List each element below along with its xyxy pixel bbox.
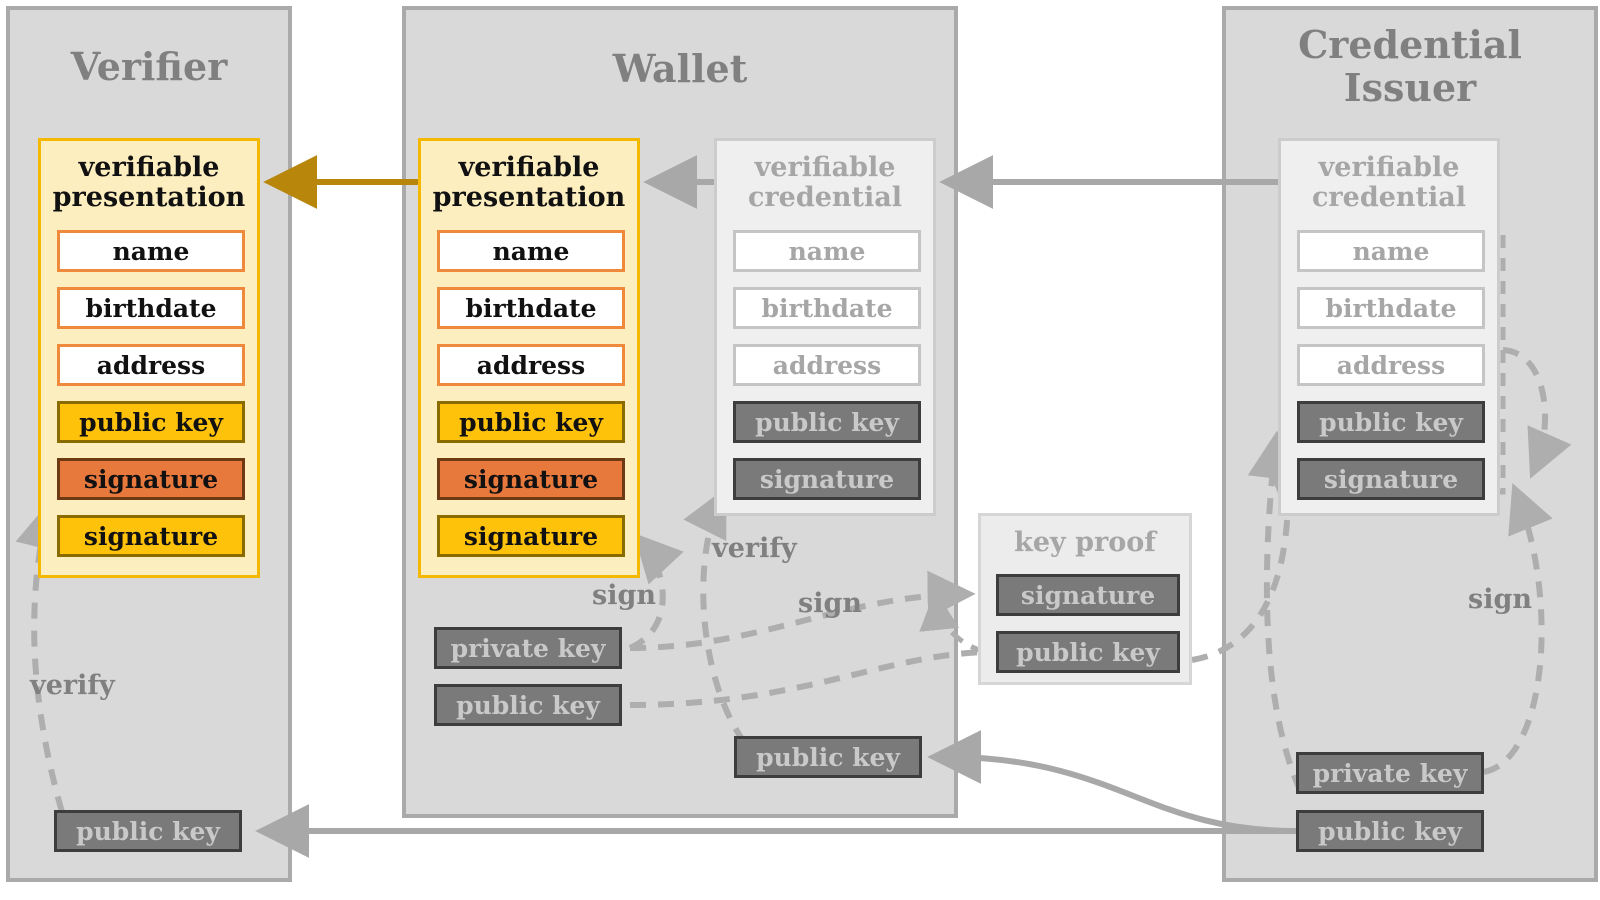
claim-row-birthdate: birthdate: [1297, 287, 1485, 329]
key-proof-public-key: public key: [996, 631, 1180, 673]
claim-row-address: address: [1297, 344, 1485, 386]
wallet-private-key: private key: [434, 627, 622, 669]
claim-row-birthdate: birthdate: [733, 287, 921, 329]
panel-title-verifier: Verifier: [70, 44, 228, 89]
issuer-public-key: public key: [1296, 810, 1484, 852]
label-wallet-sign-keyproof: sign: [798, 588, 862, 619]
key-proof-signature: signature: [996, 574, 1180, 616]
claim-row-signature-holder: signature: [437, 515, 625, 557]
claim-row-name: name: [57, 230, 245, 272]
label-wallet-verify-vc: verify: [712, 533, 797, 564]
card-title-issuer-verifiable-credential: verifiable credential: [1311, 152, 1466, 214]
claim-row-public-key: public key: [1297, 401, 1485, 443]
verifier-verifiable-presentation: verifiable presentation name birthdate a…: [38, 138, 260, 578]
claim-row-name: name: [733, 230, 921, 272]
issuer-verifiable-credential: verifiable credential name birthdate add…: [1278, 138, 1500, 516]
claim-row-name: name: [1297, 230, 1485, 272]
label-issuer-sign: sign: [1468, 584, 1532, 615]
claim-row-name: name: [437, 230, 625, 272]
label-wallet-sign-vp: sign: [592, 580, 656, 611]
wallet-issuer-public-key: public key: [734, 736, 922, 778]
claim-row-birthdate: birthdate: [437, 287, 625, 329]
claim-row-public-key: public key: [57, 401, 245, 443]
panel-title-wallet: Wallet: [612, 46, 748, 91]
label-verifier-verify: verify: [30, 670, 115, 701]
verifier-public-key: public key: [54, 810, 242, 852]
claim-row-birthdate: birthdate: [57, 287, 245, 329]
panel-title-issuer: Credential Issuer: [1298, 22, 1522, 110]
claim-row-signature-issuer: signature: [437, 458, 625, 500]
key-proof-card: key proof signature public key: [978, 513, 1192, 685]
card-title-wallet-verifiable-presentation: verifiable presentation: [432, 152, 626, 214]
claim-row-public-key: public key: [437, 401, 625, 443]
wallet-public-key: public key: [434, 684, 622, 726]
claim-row-signature-holder: signature: [57, 515, 245, 557]
claim-row-signature: signature: [733, 458, 921, 500]
claim-row-signature-issuer: signature: [57, 458, 245, 500]
claim-row-address: address: [57, 344, 245, 386]
card-title-key-proof: key proof: [1014, 527, 1156, 558]
claim-row-public-key: public key: [733, 401, 921, 443]
issuer-private-key: private key: [1296, 752, 1484, 794]
claim-row-signature: signature: [1297, 458, 1485, 500]
card-title-wallet-verifiable-credential: verifiable credential: [747, 152, 902, 214]
wallet-verifiable-credential: verifiable credential name birthdate add…: [714, 138, 936, 516]
card-title-verifiable-presentation: verifiable presentation: [52, 152, 246, 214]
wallet-verifiable-presentation: verifiable presentation name birthdate a…: [418, 138, 640, 578]
claim-row-address: address: [733, 344, 921, 386]
claim-row-address: address: [437, 344, 625, 386]
